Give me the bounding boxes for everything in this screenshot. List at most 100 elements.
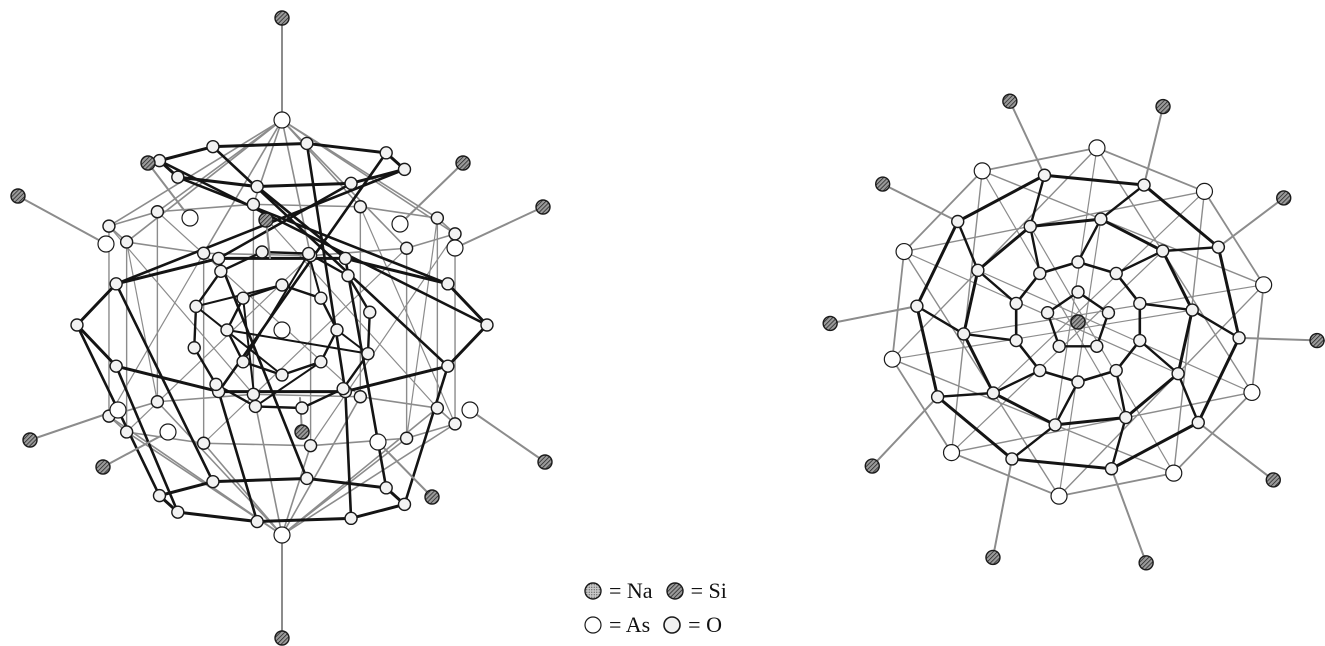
- o-atom: [1005, 452, 1019, 466]
- as-ring-bond: [405, 233, 456, 250]
- core-bond: [280, 360, 323, 377]
- as-atom: [1195, 182, 1214, 200]
- as-o-bond: [156, 119, 283, 213]
- o-atom: [152, 488, 167, 503]
- as-ring-bond: [108, 210, 159, 227]
- core-bond: [194, 270, 223, 308]
- na-o-bond: [305, 476, 388, 490]
- o-atom: [220, 323, 234, 337]
- as-o-bond: [981, 170, 1127, 419]
- as-atom: [97, 235, 115, 253]
- o-atom: [314, 291, 328, 305]
- legend-label-as: = As: [609, 612, 651, 637]
- as-o-bond: [1173, 190, 1206, 474]
- na-o-bond: [1010, 457, 1114, 471]
- o-atom: [189, 299, 203, 314]
- core-bond: [976, 269, 1018, 305]
- na-atom-icon: [584, 582, 602, 600]
- si-atom: [1276, 190, 1292, 206]
- as-o-bond: [891, 358, 1175, 474]
- na-o-bond: [176, 510, 259, 524]
- o-atom: [206, 139, 220, 154]
- as-ring-bond: [405, 423, 456, 440]
- legend-label-o: = O: [688, 612, 722, 637]
- as-ring-bond: [359, 395, 439, 409]
- as-atom: [883, 350, 901, 368]
- o-atom: [379, 146, 393, 160]
- si-bond: [1197, 421, 1275, 481]
- core-bond: [1138, 302, 1194, 312]
- si-bond: [17, 195, 107, 245]
- na-o-bond: [114, 364, 180, 514]
- core-bond: [1029, 225, 1041, 275]
- as-ring-bond: [903, 169, 984, 253]
- as-ring-bond: [950, 451, 1060, 498]
- si-atom: [864, 458, 880, 474]
- na-o-bond: [217, 390, 259, 523]
- na-o-bond: [255, 516, 353, 524]
- as-atom: [181, 209, 199, 227]
- na-o-bond: [211, 141, 309, 149]
- na-o-bond: [255, 181, 353, 189]
- as-atom: [273, 526, 291, 544]
- na-o-bond: [217, 182, 353, 260]
- as-ring-bond: [981, 146, 1098, 172]
- o-atom: [1009, 296, 1023, 311]
- si-bond: [147, 162, 191, 219]
- as-ring-bond: [156, 203, 255, 213]
- si-atom: [95, 459, 111, 475]
- o-atom: [102, 219, 116, 233]
- si-atom: [274, 10, 290, 26]
- as-atom: [942, 444, 961, 462]
- na-o-bond: [1053, 416, 1128, 427]
- si-bond: [102, 431, 169, 468]
- na-o-bond: [1176, 308, 1194, 376]
- na-o-bond: [176, 175, 259, 189]
- na-o-bond: [915, 304, 940, 399]
- si-atom: [140, 155, 156, 171]
- si-atom: [535, 199, 551, 215]
- o-atom: [1040, 306, 1055, 320]
- na-o-bond: [211, 476, 309, 484]
- o-atom: [196, 436, 211, 450]
- o-atom: [209, 377, 223, 392]
- as-o-bond: [1058, 218, 1102, 497]
- o-atom: [430, 211, 445, 225]
- o-atom: [397, 497, 412, 512]
- si-atom: [1309, 332, 1325, 349]
- o-atom: [344, 176, 358, 191]
- o-atom: [338, 251, 353, 266]
- o-atom: [150, 205, 165, 219]
- core-bond: [346, 274, 371, 314]
- o-atom: [236, 355, 250, 369]
- as-o-bond: [1096, 147, 1253, 394]
- as-o-bond: [108, 252, 205, 417]
- core-bond: [254, 405, 304, 410]
- as-atom: [273, 111, 291, 129]
- as-o-bond: [252, 393, 283, 536]
- na-o-bond: [403, 364, 450, 506]
- o-atom: [1104, 462, 1119, 476]
- core-bond: [195, 305, 283, 376]
- na-o-bond: [915, 220, 960, 308]
- o-atom: [1009, 333, 1023, 348]
- as-atom-icon: [584, 616, 602, 634]
- o-atom: [344, 511, 358, 526]
- o-atom: [986, 386, 1000, 400]
- core-bond: [962, 332, 1018, 342]
- o-atom: [250, 179, 264, 194]
- si-atom: [22, 432, 38, 448]
- o-atom: [399, 431, 414, 445]
- as-o-bond: [992, 190, 1206, 394]
- as-atom: [1088, 139, 1106, 157]
- si-bond: [469, 409, 546, 463]
- o-atom: [1133, 296, 1147, 311]
- na-o-bond: [1161, 249, 1194, 312]
- o-atom: [150, 395, 165, 409]
- o-atom: [1156, 244, 1170, 258]
- as-o-bond: [108, 415, 283, 536]
- o-atom: [397, 162, 412, 177]
- as-o-bond: [281, 407, 439, 536]
- na-o-bond: [1161, 245, 1220, 253]
